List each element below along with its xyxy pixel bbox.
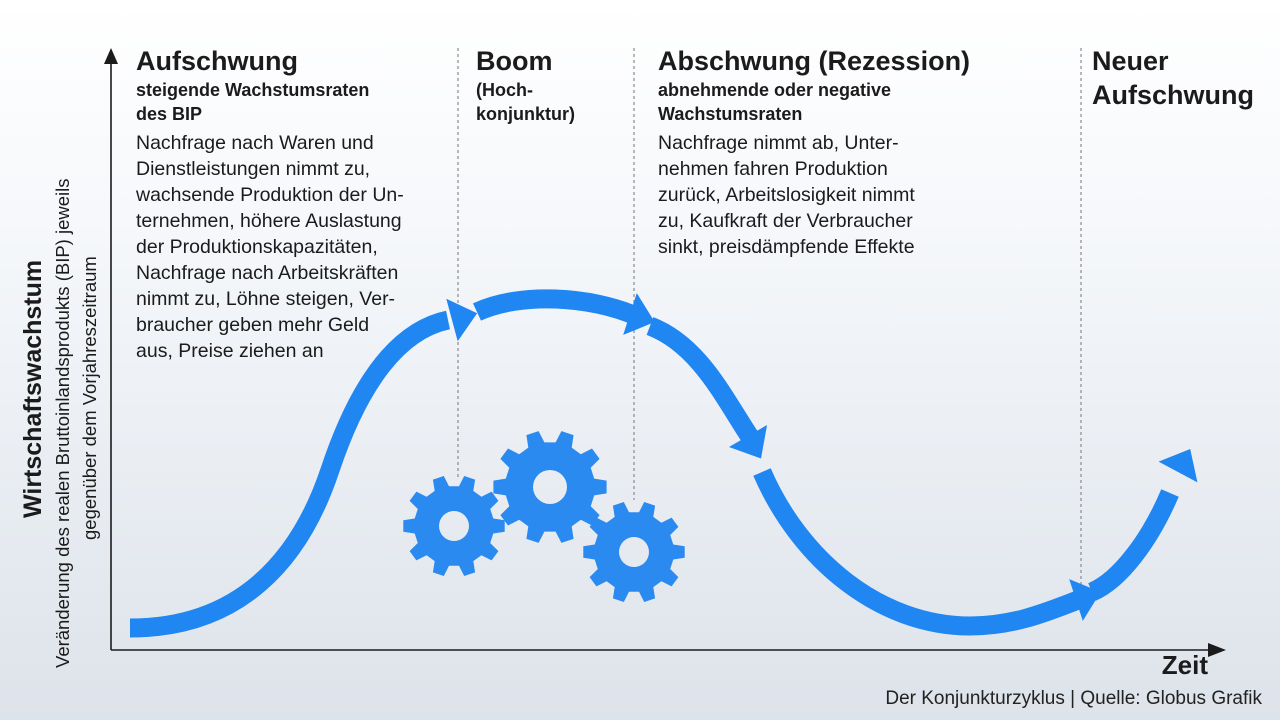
x-axis-arrowhead <box>1208 643 1226 657</box>
arrowhead-aufschwung <box>446 298 478 342</box>
description-line: nehmen fahren Produktion <box>658 158 888 180</box>
description-line: nimmt zu, Löhne steigen, Ver- <box>136 288 396 310</box>
phase-boom-subtitle: (Hoch- konjunktur) <box>476 78 575 126</box>
cycle-curve <box>129 289 1179 638</box>
phase-abschwung-description: Nachfrage nimmt ab, Unter- nehmen fahren… <box>658 130 970 260</box>
phase-boom-subtitle-line: konjunktur) <box>476 104 575 124</box>
gear-right-icon <box>583 502 685 602</box>
y-axis-arrowhead <box>104 48 118 64</box>
gears-group <box>403 431 685 602</box>
gear-top-icon <box>493 431 607 543</box>
x-axis-title: Zeit <box>1161 650 1208 680</box>
description-line: der Produktionskapazitäten, <box>136 236 378 258</box>
curve-segment-abschwung-2 <box>753 468 1082 636</box>
curve-arrowheads <box>446 293 1198 621</box>
description-line: ternehmen, höhere Auslastung <box>136 210 402 232</box>
y-axis-subtitle-line2: gegenüber dem Vorjahreszeitraum <box>79 256 100 540</box>
description-line: sinkt, preisdämpfende Effekte <box>658 236 915 258</box>
phase-abschwung-subtitle-line: Wachstumsraten <box>658 104 803 124</box>
description-line: braucher geben mehr Geld <box>136 314 370 336</box>
description-line: zurück, Arbeitslosigkeit nimmt <box>658 184 915 206</box>
description-line: Dienstleistungen nimmt zu, <box>136 158 371 180</box>
phase-abschwung: Abschwung (Rezession) abnehmende oder ne… <box>658 44 970 260</box>
phase-abschwung-title: Abschwung (Rezession) <box>658 44 970 78</box>
phase-boom-subtitle-line: (Hoch- <box>476 80 533 100</box>
phase-aufschwung-title: Aufschwung <box>136 46 298 76</box>
phase-abschwung-subtitle: abnehmende oder negative Wachstumsraten <box>658 78 970 126</box>
caption: Der Konjunkturzyklus | Quelle: Globus Gr… <box>885 688 1262 709</box>
phase-aufschwung-description: Nachfrage nach Waren und Dienstleistunge… <box>136 130 404 364</box>
y-axis-title: Wirtschaftswachstum <box>19 259 47 518</box>
description-line: wachsende Produktion der Un- <box>136 184 404 206</box>
description-line: Nachfrage nach Arbeitskräften <box>136 262 399 284</box>
arrowhead-boom <box>623 293 655 335</box>
gear-left-icon <box>403 476 505 576</box>
description-line: zu, Kaufkraft der Verbraucher <box>658 210 913 232</box>
phase-neuer-aufschwung-title-line: Aufschwung <box>1092 80 1254 110</box>
arrowhead-neuer-aufschwung <box>1158 449 1198 483</box>
axes <box>104 48 1226 657</box>
phase-boom: Boom (Hoch- konjunktur) <box>476 44 575 126</box>
phase-aufschwung-subtitle: steigende Wachstumsraten des BIP <box>136 78 404 126</box>
description-line: aus, Preise ziehen an <box>136 340 324 362</box>
phase-boom-title: Boom <box>476 46 553 76</box>
arrowhead-tief <box>1069 579 1101 621</box>
description-line: Nachfrage nach Waren und <box>136 132 374 154</box>
phase-neuer-aufschwung-title: Neuer Aufschwung <box>1092 44 1254 112</box>
description-line: Nachfrage nimmt ab, Unter- <box>658 132 899 154</box>
phase-neuer-aufschwung-title-line: Neuer <box>1092 46 1169 76</box>
y-axis-subtitle-line1: Veränderung des realen Bruttoinlandsprod… <box>52 178 73 668</box>
phase-abschwung-subtitle-line: abnehmende oder negative <box>658 80 892 100</box>
phase-aufschwung-subtitle-line: des BIP <box>136 104 203 124</box>
curve-segment-neuer-aufschwung <box>1087 489 1179 601</box>
phase-aufschwung: Aufschwung steigende Wachstumsraten des … <box>136 44 404 364</box>
arrowhead-abschwung <box>728 425 768 459</box>
phase-aufschwung-subtitle-line: steigende Wachstumsraten <box>136 80 370 100</box>
curve-segment-aufschwung <box>129 310 451 638</box>
curve-segment-boom <box>472 289 640 325</box>
curve-segment-abschwung-1 <box>646 317 760 446</box>
phase-abschwung-title-main: Abschwung <box>658 46 811 76</box>
phase-abschwung-title-paren: (Rezession) <box>818 46 971 76</box>
